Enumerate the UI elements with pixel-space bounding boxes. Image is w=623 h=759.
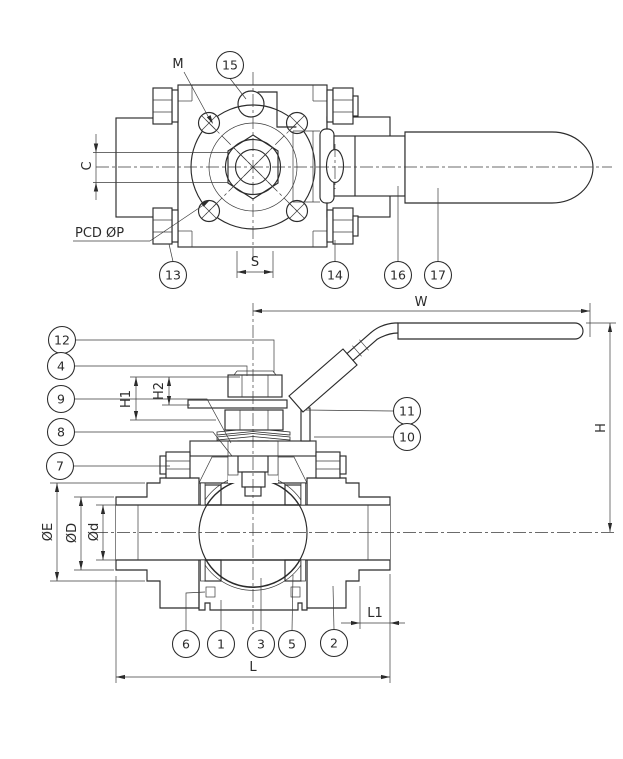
handle-bar-top xyxy=(333,135,406,197)
dim-label-dia-d-small: Ød xyxy=(87,523,102,541)
balloon-14: 14 xyxy=(320,240,350,290)
handle-bar-front xyxy=(187,399,288,409)
dim-dia-d-small: Ød xyxy=(87,504,116,561)
dim-label-c: C xyxy=(80,161,95,170)
dim-h2: H2 xyxy=(152,377,190,406)
dim-dia-e: ØE xyxy=(41,482,145,582)
balloon-6-number: 6 xyxy=(182,637,190,652)
front-view-centerlines xyxy=(95,303,616,655)
balloon-16-number: 16 xyxy=(390,268,406,283)
label-m-text: M xyxy=(172,57,183,72)
top-left-port-tube xyxy=(115,117,179,218)
dim-label-h: H xyxy=(594,423,609,433)
top-view: C S M PCD ØP xyxy=(73,57,612,278)
balloon-3-number: 3 xyxy=(257,637,265,652)
balloon-8: 8 xyxy=(46,417,233,457)
dim-dia-d: ØD xyxy=(65,496,114,571)
balloon-9: 9 xyxy=(46,384,232,444)
handle-lever xyxy=(288,322,584,413)
label-pcd-text: PCD ØP xyxy=(75,226,124,241)
balloon-12-number: 12 xyxy=(54,333,70,348)
stem-tang xyxy=(241,471,266,488)
dim-label-w: W xyxy=(415,295,428,310)
dim-label-s: S xyxy=(251,255,259,270)
dim-l: L xyxy=(115,574,391,683)
handle-tick-1 xyxy=(352,345,362,357)
balloon-3: 3 xyxy=(246,578,276,659)
dim-c: C xyxy=(80,134,99,200)
balloon-17-number: 17 xyxy=(430,268,446,283)
balloon-16: 16 xyxy=(383,186,413,290)
dim-h1: H1 xyxy=(119,376,240,421)
stem-nut xyxy=(227,370,283,398)
body-bolt-right xyxy=(315,451,347,479)
balloon-10: 10 xyxy=(314,422,422,452)
balloon-6: 6 xyxy=(171,591,206,659)
balloon-8-number: 8 xyxy=(57,425,65,440)
top-corner-bolt-upper-right xyxy=(326,87,359,125)
balloon-13: 13 xyxy=(158,243,188,290)
balloon-4-number: 4 xyxy=(57,359,65,374)
balloon-15-number: 15 xyxy=(222,58,238,73)
ball-section-bottom xyxy=(205,559,301,588)
neck-left xyxy=(198,456,229,484)
balloon-5-number: 5 xyxy=(288,637,296,652)
dim-w: W xyxy=(253,295,591,337)
dim-label-l: L xyxy=(249,660,257,675)
balloon-4: 4 xyxy=(46,351,248,381)
bolt-head xyxy=(152,87,173,125)
balloon-5: 5 xyxy=(277,574,307,659)
top-handle xyxy=(292,128,594,204)
balloon-12: 12 xyxy=(47,325,275,373)
bottom-seal-right xyxy=(290,586,301,598)
balloon-10-number: 10 xyxy=(399,430,415,445)
top-corner-bolt-lower-right xyxy=(326,207,359,245)
balloon-15: 15 xyxy=(215,50,247,100)
balloon-1: 1 xyxy=(206,600,236,659)
bottom-seal-left xyxy=(205,586,216,598)
handle-grip-front xyxy=(397,322,584,340)
handle-nut xyxy=(224,409,284,431)
dim-h: H xyxy=(586,322,616,532)
balloon-7: 7 xyxy=(45,451,170,481)
balloon-13-number: 13 xyxy=(165,268,181,283)
top-corner-bolt-lower-left xyxy=(152,207,179,245)
handle-tick-2 xyxy=(359,339,369,351)
top-flange-corner-lines xyxy=(178,85,327,247)
balloon-1-number: 1 xyxy=(217,637,225,652)
balloon-9-number: 9 xyxy=(57,392,65,407)
center-body xyxy=(198,482,308,611)
handle-grip-top xyxy=(404,131,594,204)
label-pcd: PCD ØP xyxy=(73,200,210,242)
dim-s: S xyxy=(236,251,274,278)
balloon-11: 11 xyxy=(304,396,422,426)
label-m: M xyxy=(172,57,213,124)
handle-sleeve xyxy=(288,348,358,413)
balloon-11-number: 11 xyxy=(399,404,415,419)
handle-stop-pin xyxy=(237,90,297,128)
balloon-7-number: 7 xyxy=(56,459,64,474)
body-bolt-left xyxy=(159,451,191,479)
balloon-2: 2 xyxy=(319,585,349,658)
top-corner-bolt-upper-left xyxy=(152,87,179,125)
stop-step xyxy=(257,91,297,128)
neck-right xyxy=(277,456,308,484)
bolt-washer xyxy=(171,89,179,123)
front-view: W H H1 H2 xyxy=(41,295,616,683)
balloon-2-number: 2 xyxy=(330,636,338,651)
body-seals xyxy=(200,482,306,598)
stop-pin-front xyxy=(300,407,311,442)
dim-label-h2: H2 xyxy=(152,382,167,400)
top-view-centerlines xyxy=(96,72,612,262)
dim-label-dia-d: ØD xyxy=(65,523,80,543)
dim-label-l1: L1 xyxy=(367,606,383,621)
dim-label-dia-e: ØE xyxy=(41,523,56,541)
dim-l1: L1 xyxy=(341,586,405,629)
balloon-14-number: 14 xyxy=(327,268,343,283)
balloons: 15 13 14 16 17 12 xyxy=(45,50,453,659)
balloon-17: 17 xyxy=(423,188,453,290)
